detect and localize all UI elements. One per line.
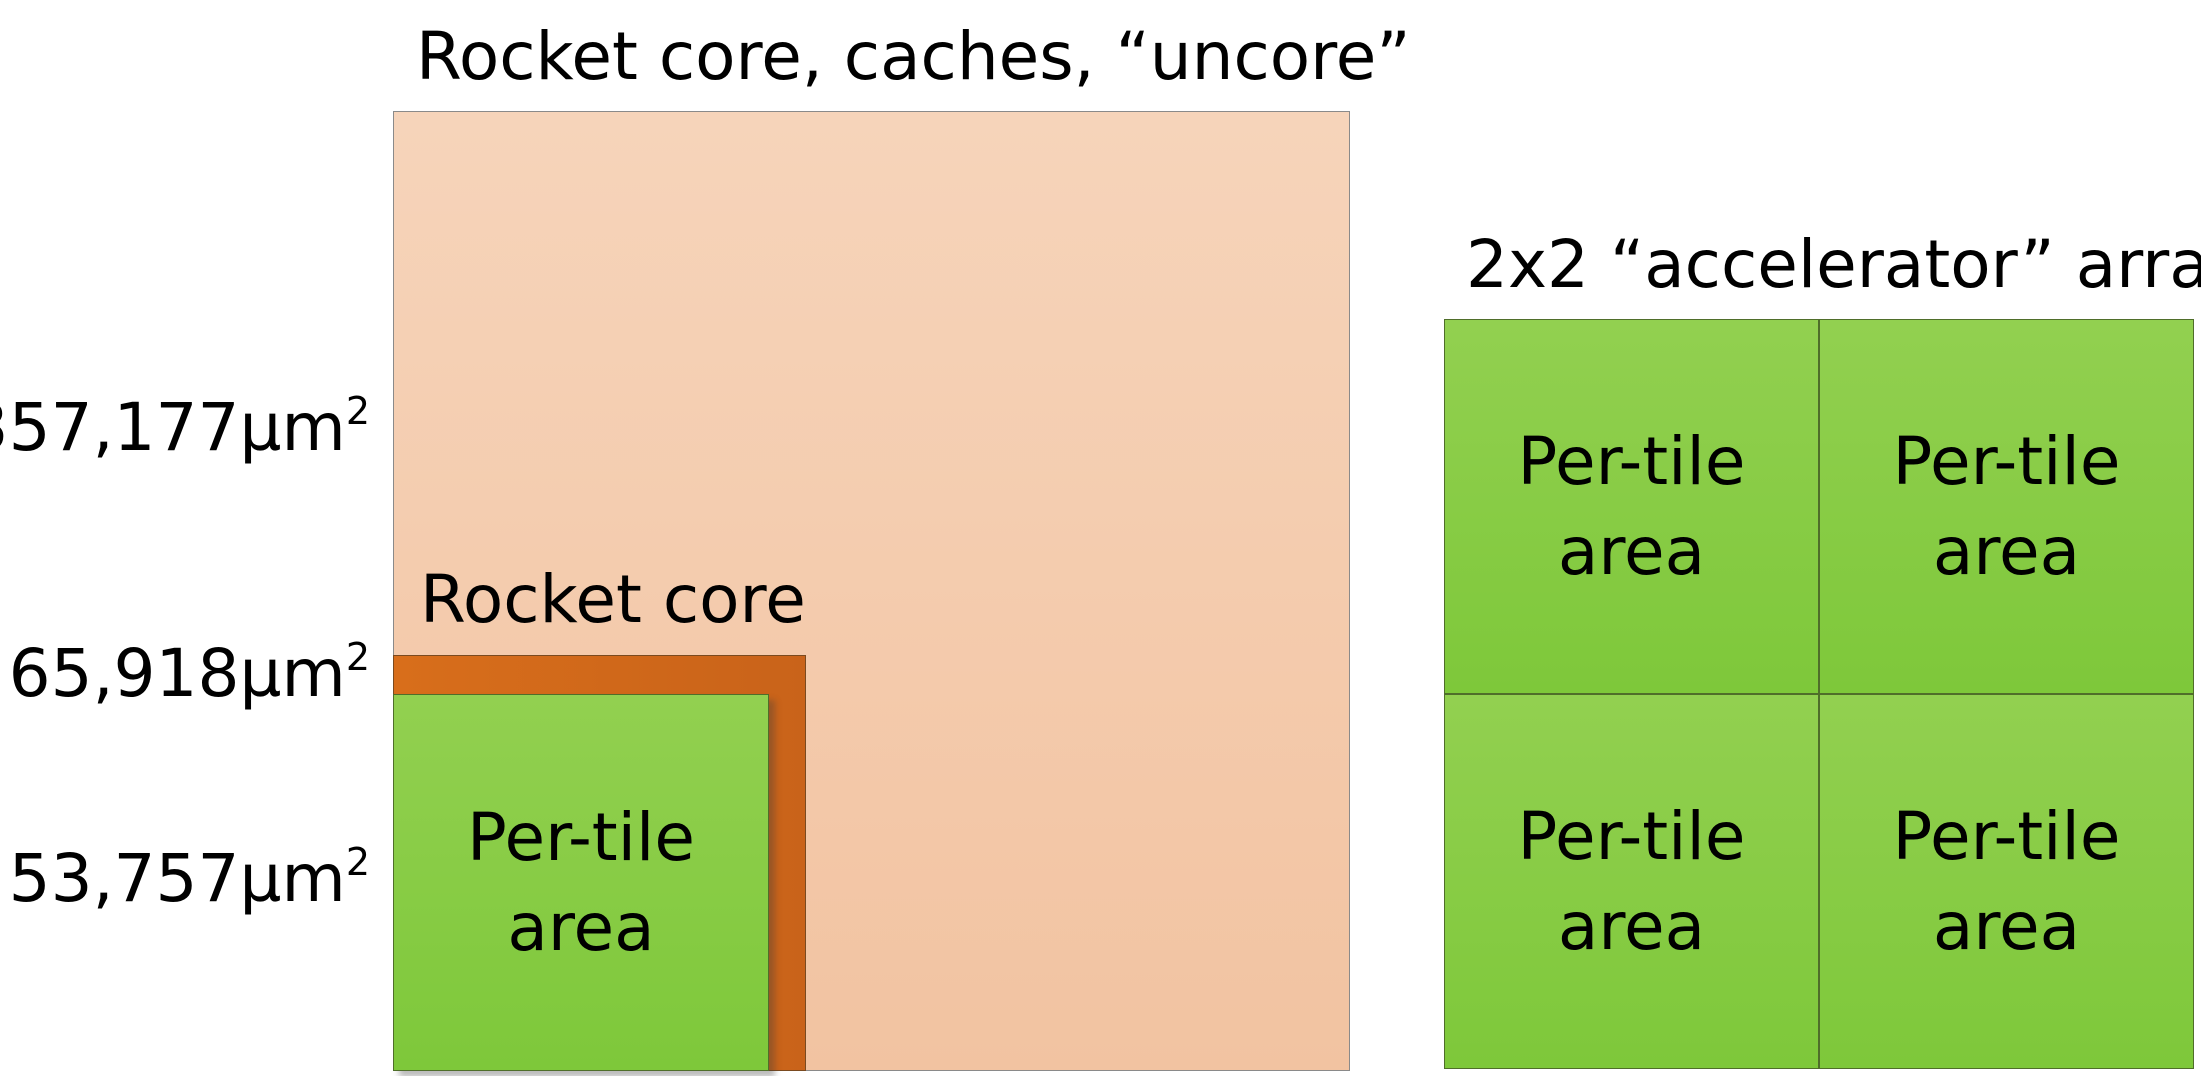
accelerator-tile-3: Per-tile area	[1444, 694, 1819, 1069]
rocket-core-title: Rocket core	[420, 561, 806, 638]
core-area-value: 65,918µm	[8, 635, 346, 712]
tile-label: Per-tile area	[1893, 792, 2121, 972]
accelerator-tile-4: Per-tile area	[1819, 694, 2194, 1069]
uncore-title: Rocket core, caches, “uncore”	[416, 18, 1411, 95]
tile-label: Per-tile area	[1893, 417, 2121, 597]
tile-label-line2: area	[1932, 512, 2081, 590]
accelerator-tile-1: Per-tile area	[1444, 319, 1819, 694]
tile-label-line2: area	[1932, 887, 2081, 965]
accelerator-array-title: 2x2 “accelerator” array	[1466, 226, 2201, 303]
accelerator-tile-2: Per-tile area	[1819, 319, 2194, 694]
tile-label-line1: Per-tile	[1517, 422, 1746, 500]
tile-label: Per-tile area	[1518, 792, 1746, 972]
tile-area-exponent: 2	[345, 840, 370, 884]
tile-label-line1: Per-tile	[1892, 797, 2121, 875]
tile-label: Per-tile area	[467, 793, 695, 973]
tile-label-line1: Per-tile	[1517, 797, 1746, 875]
tile-label: Per-tile area	[1518, 417, 1746, 597]
tile-label-line2: area	[1557, 512, 1706, 590]
core-area-label: 65,918µm2	[9, 638, 370, 707]
tile-label-line2: area	[1557, 887, 1706, 965]
uncore-area-label: 357,177µm2	[0, 392, 370, 461]
uncore-area-exponent: 2	[345, 389, 370, 433]
uncore-area-value: 357,177µm	[0, 389, 346, 466]
tile-label-line1: Per-tile	[467, 798, 695, 876]
core-area-exponent: 2	[345, 635, 370, 679]
tile-area-value: 53,757µm	[8, 840, 346, 917]
tile-label-line2: area	[507, 888, 655, 966]
per-tile-area-block: Per-tile area	[393, 694, 769, 1071]
tile-label-line1: Per-tile	[1892, 422, 2121, 500]
tile-area-label: 53,757µm2	[9, 843, 370, 912]
